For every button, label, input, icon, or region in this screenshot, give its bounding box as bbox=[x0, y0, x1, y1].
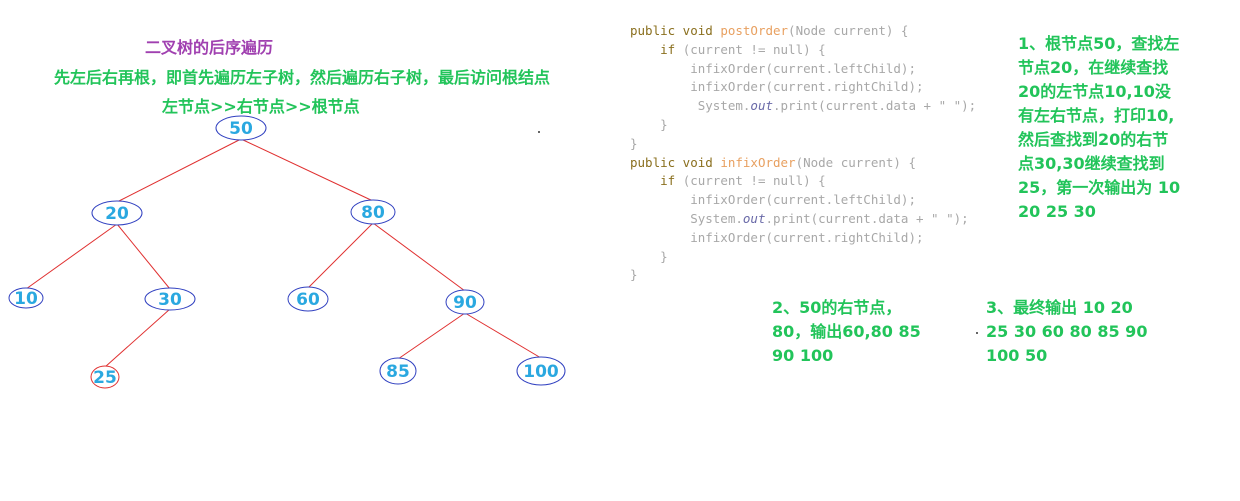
tree-edge-n20-n10 bbox=[25, 223, 118, 290]
code-text: (Node current) { bbox=[795, 154, 916, 170]
code-line: infixOrder(current.leftChild); bbox=[630, 60, 916, 76]
code-line: infixOrder(current.leftChild); bbox=[630, 192, 916, 208]
tree-node-label: 80 bbox=[361, 203, 385, 223]
tree-node-10: 10 bbox=[8, 287, 44, 309]
tree-node-20: 20 bbox=[91, 200, 143, 226]
code-text: System. bbox=[630, 98, 751, 114]
tree-node-ellipse bbox=[379, 357, 417, 385]
tree-node-60: 60 bbox=[287, 286, 329, 312]
tree-node-ellipse bbox=[144, 287, 196, 311]
tree-node-100: 100 bbox=[516, 356, 566, 386]
tree-node-label: 60 bbox=[296, 290, 320, 310]
code-text: (current != null) { bbox=[682, 41, 826, 57]
code-static-field: out bbox=[750, 98, 773, 114]
tree-node-ellipse bbox=[445, 289, 485, 315]
code-static-field: out bbox=[742, 210, 766, 226]
code-text: System. bbox=[630, 210, 743, 226]
tree-node-ellipse bbox=[287, 286, 329, 312]
tree-node-label: 20 bbox=[105, 204, 129, 224]
tree-node-ellipse bbox=[215, 115, 267, 141]
code-function-name: infixOrder bbox=[720, 154, 796, 170]
code-text: (Node current) { bbox=[788, 23, 909, 38]
tree-edge-n90-n100 bbox=[464, 312, 542, 359]
tree-node-ellipse bbox=[91, 200, 143, 226]
tree-node-ellipse bbox=[90, 365, 120, 389]
code-block: public void postOrder(Node current) { if… bbox=[630, 22, 976, 285]
tree-node-label: 30 bbox=[158, 290, 182, 310]
tree-edge-n80-n60 bbox=[307, 222, 374, 289]
code-text: .print(current.data + " "); bbox=[773, 98, 977, 114]
stray-dot bbox=[538, 131, 540, 133]
code-line: } bbox=[630, 248, 668, 264]
code-keyword: if bbox=[630, 173, 683, 189]
code-function-name: postOrder bbox=[720, 23, 789, 38]
code-text: .print(current.data + " "); bbox=[765, 210, 969, 226]
tree-node-label: 100 bbox=[523, 362, 559, 382]
traversal-description: 先左后右再根，即首先遍历左子树，然后遍历右子树，最后访问根结点 bbox=[54, 68, 551, 87]
stray-dot bbox=[976, 332, 978, 334]
tree-node-85: 85 bbox=[379, 357, 417, 385]
tree-node-30: 30 bbox=[144, 287, 196, 311]
tree-node-ellipse bbox=[350, 199, 396, 225]
tree-node-25: 25 bbox=[90, 365, 120, 389]
tree-edge-n20-n30 bbox=[116, 223, 171, 290]
note-step-3: 3、最终输出 10 20 25 30 60 80 85 90 100 50 bbox=[986, 298, 1148, 365]
diagram-title: 二叉树的后序遍历 bbox=[145, 38, 274, 57]
note-step-1: 1、根节点50，查找左节点20，在继续查找20的左节点10,10没有左右节点，打… bbox=[1018, 34, 1181, 221]
code-line: } bbox=[630, 116, 668, 132]
tree-node-label: 85 bbox=[386, 362, 410, 382]
traversal-order-rule: 左节点>>右节点>>根节点 bbox=[162, 97, 360, 116]
binary-tree: 50 20 80 10 30 60 90 25 85 100 bbox=[8, 115, 566, 389]
code-keyword: public void bbox=[630, 154, 721, 170]
tree-edge-n80-n90 bbox=[372, 222, 466, 292]
code-line: infixOrder(current.rightChild); bbox=[630, 229, 924, 245]
tree-node-ellipse bbox=[516, 356, 566, 386]
tree-edge-n90-n85 bbox=[397, 312, 466, 360]
code-text: (current != null) { bbox=[682, 173, 826, 189]
tree-node-label: 50 bbox=[229, 119, 253, 139]
tree-node-ellipse bbox=[8, 287, 44, 309]
tree-edge-n50-n20 bbox=[116, 138, 242, 203]
tree-node-label: 25 bbox=[93, 368, 117, 388]
code-keyword: if bbox=[630, 41, 683, 57]
tree-node-label: 90 bbox=[453, 293, 477, 313]
code-line: infixOrder(current.rightChild); bbox=[630, 79, 924, 95]
note-step-2: 2、50的右节点，80，输出60,80 85 90 100 bbox=[772, 298, 921, 365]
code-keyword: public void bbox=[630, 23, 721, 38]
tree-node-label: 10 bbox=[14, 289, 38, 309]
tree-node-50: 50 bbox=[215, 115, 267, 141]
tree-edge-n50-n80 bbox=[240, 138, 374, 202]
tree-node-80: 80 bbox=[350, 199, 396, 225]
code-line: } bbox=[630, 135, 638, 151]
tree-edge-n30-n25 bbox=[104, 308, 171, 368]
tree-node-90: 90 bbox=[445, 289, 485, 315]
code-line: } bbox=[630, 267, 638, 283]
